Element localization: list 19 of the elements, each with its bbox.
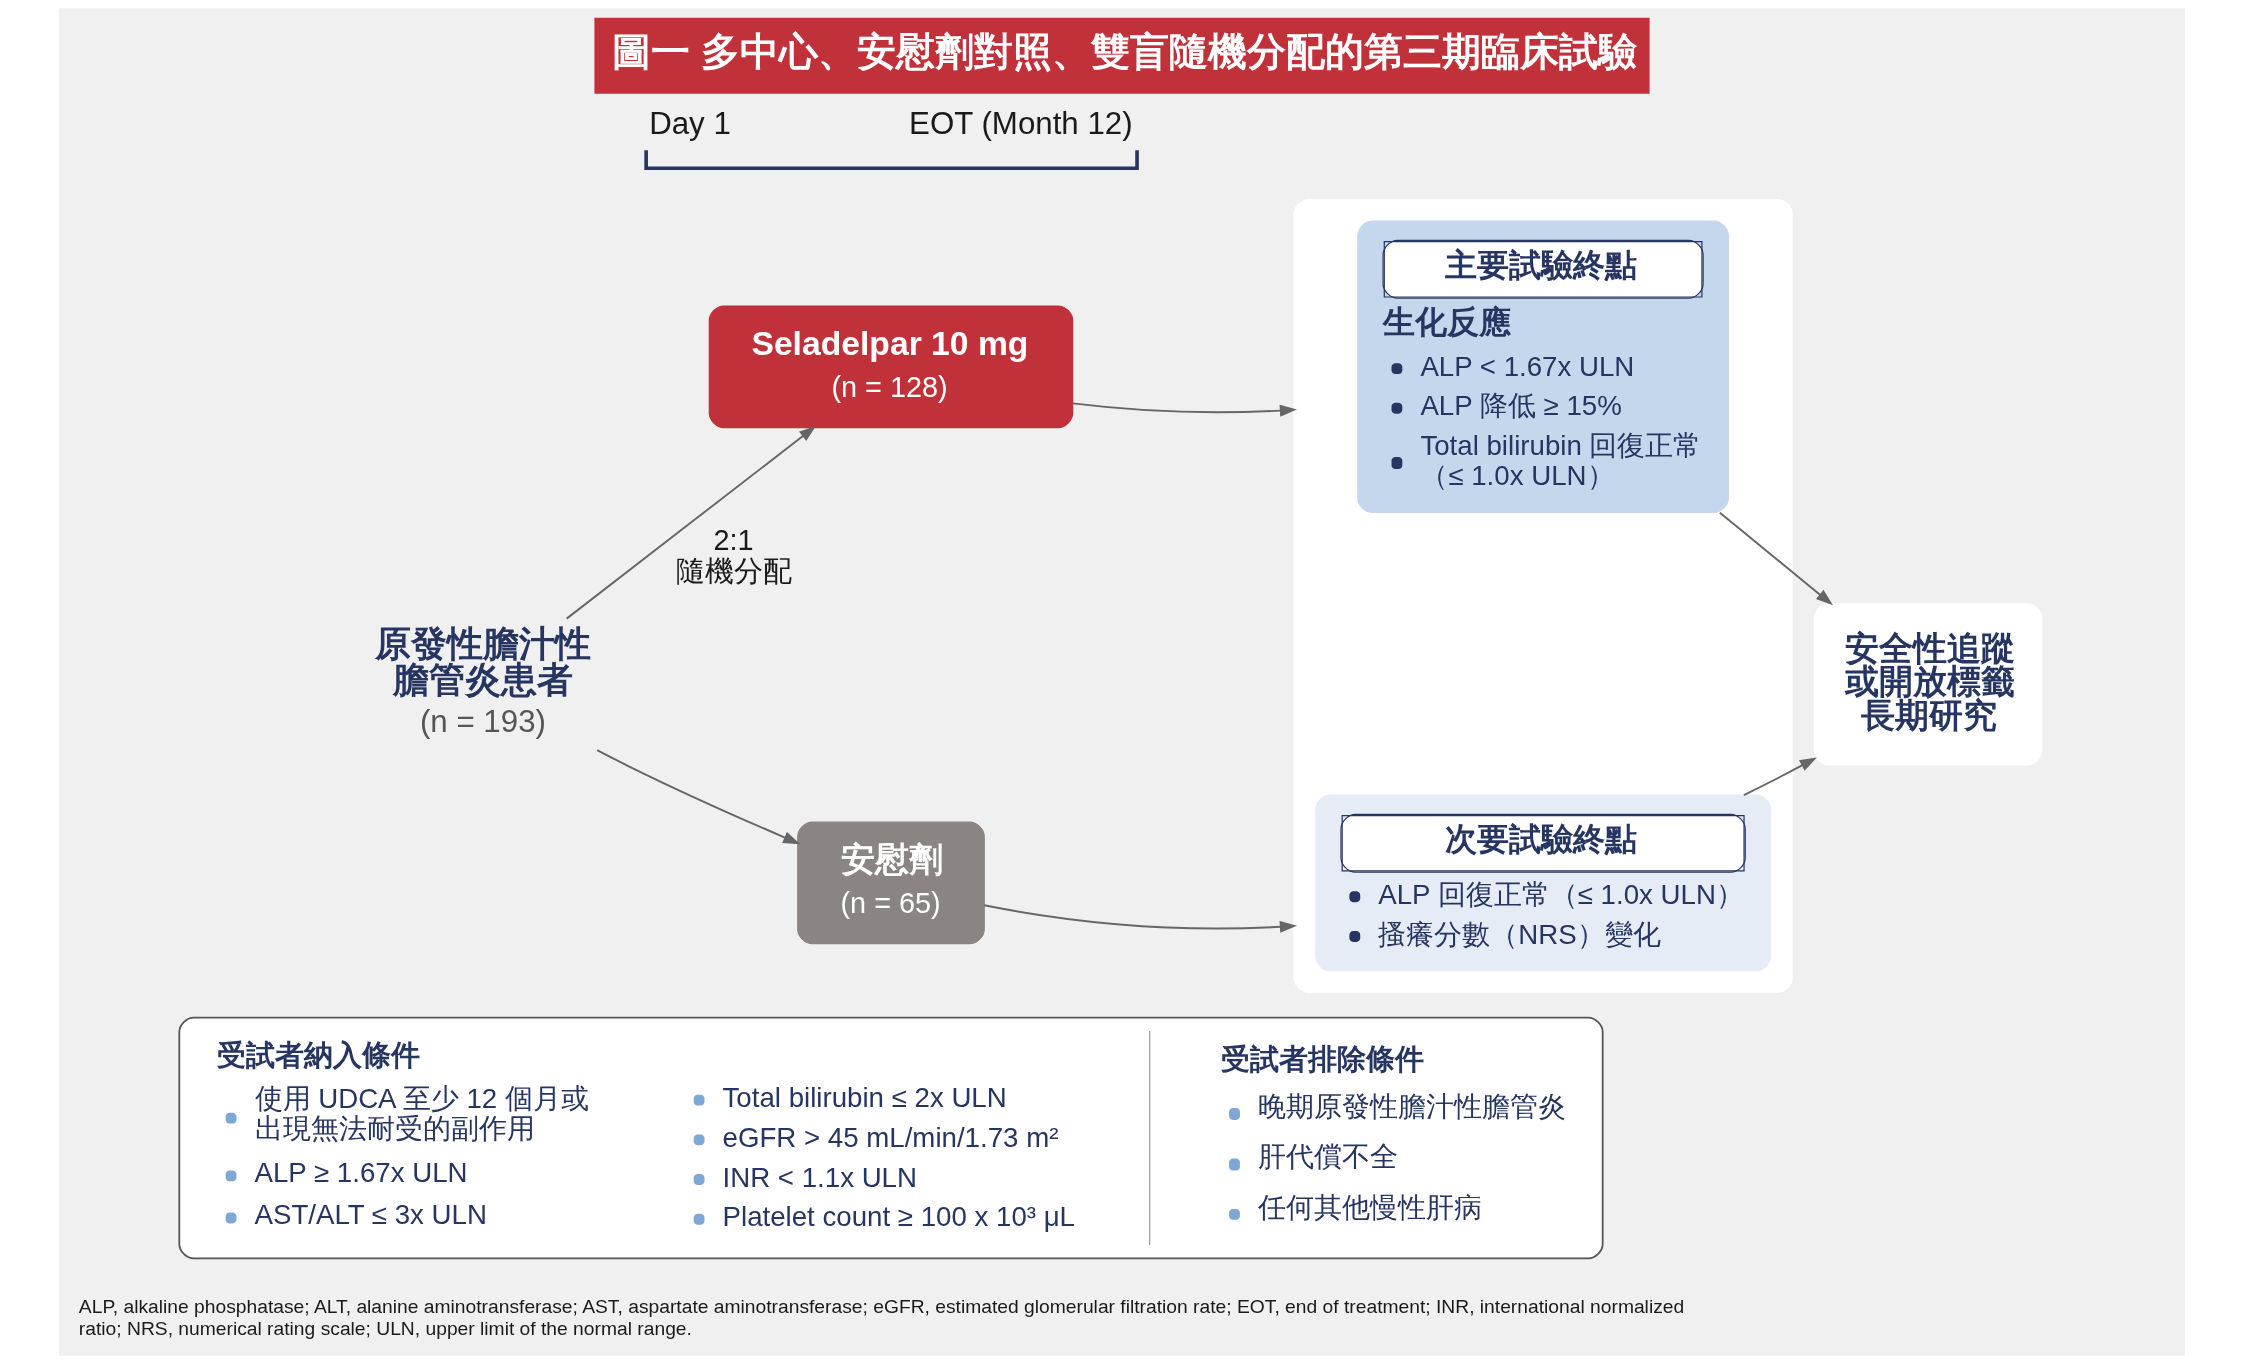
node-text: 原發性膽汁性膽管炎患者 (n = 193) bbox=[374, 622, 591, 740]
node-box: 主要試驗終點 生化反應 ALP < 1.67x ULN ALP 降低 ≥ 15% Total bilirubin 回復正常（≤ 1.0x ULN） bbox=[1356, 220, 1729, 513]
label: Day 1 bbox=[648, 105, 731, 141]
arrow bbox=[1071, 402, 1297, 417]
edge-label: 2:1 隨機分配 bbox=[675, 523, 792, 588]
label: ALP, alkaline phosphatase; ALT, alanine aminotransferase; AST, aspartate aminotransferase; eGFR, estimated glomerular filtration rate; EOT, end of treatment; INR, international normalized ratio; NRS, numerical rating scale; ULN, upper limit of the normal range. bbox=[78, 1296, 1684, 1340]
arrow bbox=[1742, 757, 1817, 797]
cluster bbox=[1292, 198, 1793, 993]
arrow bbox=[595, 749, 800, 845]
arrow bbox=[982, 904, 1297, 933]
arrow bbox=[565, 425, 816, 620]
node-box: Seladelpar 10 mg (n = 128) bbox=[708, 305, 1073, 429]
node-box: 受試者納入條件 使用 UDCA 至少 12 個月或出現無法耐受的副作用 ALP ≥ 1.67x ULN AST/ALT ≤ 3x ULN Total bilirubin ≤ 2x ULN eGFR > 45 mL/min/1.73 m² INR < 1.1x ULN Platelet count ≥ 100 x 10³ μL 受試者排除條件 晚期原發性膽汁性膽管炎 肝代償不全 任何其他慢性肝病 bbox=[177, 1016, 1604, 1260]
node-box: 次要試驗終點 ALP 回復正常（≤ 1.0x ULN） 搔癢分數（NRS）變化 bbox=[1314, 794, 1771, 972]
node-box: 安全性追蹤或開放標籤長期研究 bbox=[1813, 603, 2042, 766]
arrow bbox=[1718, 511, 1833, 606]
diagram-title: 圖一 多中心、安慰劑對照、雙盲隨機分配的第三期臨床試驗 bbox=[611, 29, 1637, 73]
label: EOT (Month 12) bbox=[908, 105, 1133, 141]
node-box: 安慰劑 (n = 65) bbox=[796, 821, 985, 945]
